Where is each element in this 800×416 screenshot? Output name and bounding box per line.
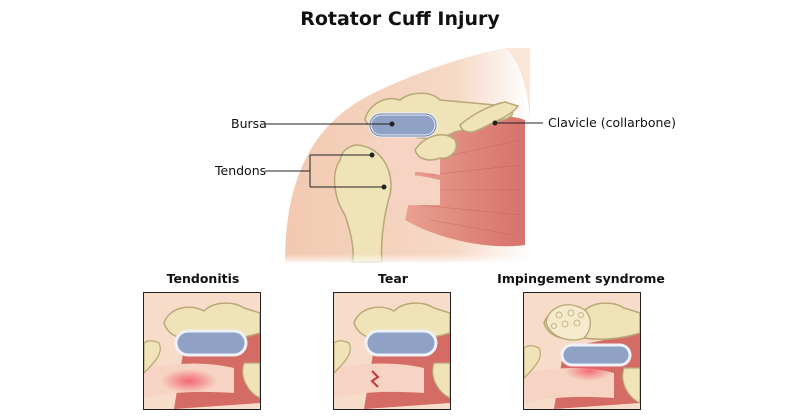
bursa-sac [174,329,248,357]
clavicle-bone [459,101,520,133]
bursa-sac [364,329,438,357]
bursa-sac [368,112,438,138]
diagram-title: Rotator Cuff Injury [300,8,500,30]
tendonitis-panel [143,292,261,410]
bursa-sac [560,343,632,367]
tear-panel [333,292,451,410]
impingement-panel [523,292,641,410]
bursa-label: Bursa [231,116,267,131]
tendons-label: Tendons [215,163,267,178]
coracoid-bone [414,134,457,161]
panel-title-tear: Tear [378,271,408,286]
tear-mark [370,370,380,388]
clavicle-label: Clavicle (collarbone) [548,115,676,130]
panel-title-tendonitis: Tendonitis [166,271,240,286]
inflammation-area [161,369,217,393]
panel-title-impingement: Impingement syndrome [497,271,665,286]
